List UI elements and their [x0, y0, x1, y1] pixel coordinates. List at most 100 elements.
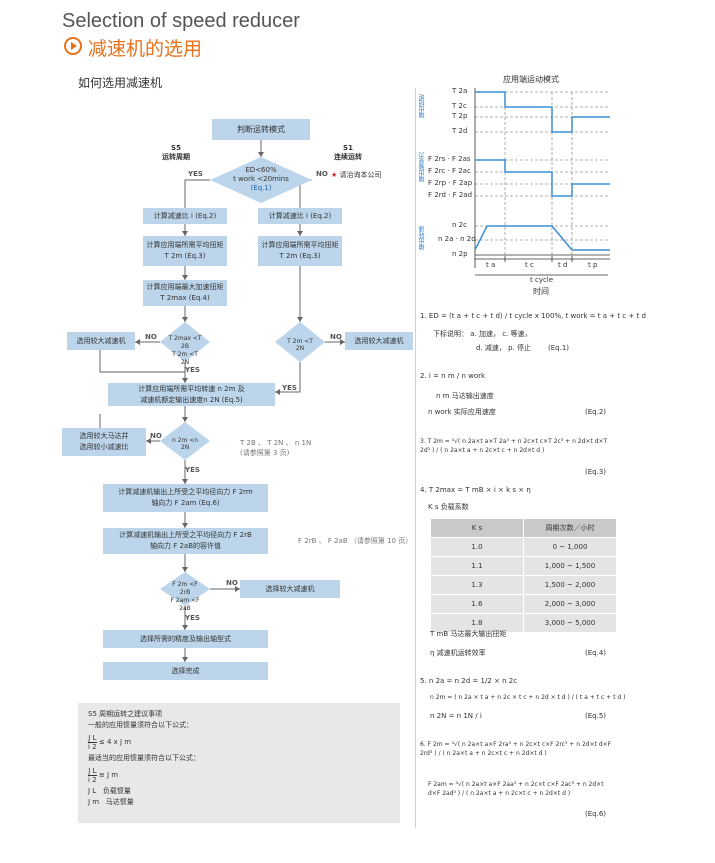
- eq6-b: F 2am = ³√( n 2a×t a×F 2aa³ + n 2c×t c×F…: [428, 781, 604, 797]
- n-label-c: n 2c: [452, 221, 467, 229]
- ks-cell: 2,000 ~ 3,000: [523, 594, 617, 614]
- force-note: F 2rB 、 F 2aB （请参照第 10 页）: [298, 537, 413, 545]
- ks-cell: 3,000 ~ 5,000: [523, 613, 617, 633]
- t-label-c: T 2c: [452, 102, 467, 110]
- ratio-right-box: 计算减速比 i (Eq.2): [258, 208, 342, 224]
- title-chinese: 减速机的选用: [88, 38, 203, 60]
- time-label-d: t d: [558, 261, 568, 269]
- f-label-s: F 2rs · F 2as: [428, 155, 471, 163]
- ks-cell: 1,500 ~ 2,000: [523, 575, 617, 595]
- note-jm: J m 马达惯量: [88, 798, 134, 806]
- flow-subtitle: 如何选用减速机: [78, 76, 163, 90]
- eq4-d2: η 减速机运转效率: [430, 649, 486, 657]
- t-label-p: T 2p: [452, 112, 468, 120]
- ks-title: K s 负载系数: [428, 503, 469, 511]
- f-label-d: F 2rd · F 2ad: [428, 191, 473, 199]
- f-label-c: F 2rc · F 2ac: [428, 167, 471, 175]
- no-label: NO: [145, 333, 157, 341]
- speed-note: T 2B 、 T 2N 、 n 1N(请参照第 3 页): [240, 439, 312, 457]
- ks-cell: 1.0: [430, 537, 524, 557]
- note-jl: J L 负载惯量: [88, 787, 131, 795]
- eq5-b: n 2m = ( n 2a × t a + n 2c × t c + n 2d …: [430, 694, 626, 701]
- eq5-c: n 2N = n 1N / i: [430, 712, 482, 720]
- t-label-d: T 2d: [452, 127, 468, 135]
- eq4-d1: T mB 马达最大输出扭矩: [430, 630, 507, 638]
- divider: [415, 88, 416, 828]
- eq2-d1: n m 马达输出速度: [436, 392, 494, 400]
- eq6-a: 6. F 2m = ³√( n 2a×t a×F 2ra³ + n 2c×t c…: [420, 741, 612, 757]
- eq1-main: 1. ED = (t a + t c + t d) / t cycle x 10…: [420, 312, 646, 320]
- ratio-left-box: 计算减速比 i (Eq.2): [143, 208, 227, 224]
- bigger-bottom-box: 选择较大减速机: [240, 580, 340, 598]
- cycle-label: t cycle: [530, 276, 554, 284]
- note-title: S5 周期运转之建议事项: [88, 710, 163, 718]
- time-label-p: t p: [588, 261, 598, 269]
- eq2-tag: (Eq.2): [585, 408, 607, 416]
- yes-label: YES: [188, 170, 203, 178]
- no-label: NO: [226, 579, 238, 587]
- eq5-tag: (Eq.5): [585, 712, 607, 720]
- note-line2: 最适当的应用惯量须符合以下公式：: [88, 754, 200, 762]
- t-label-a: T 2a: [452, 87, 468, 95]
- note-line1: 一般的应用惯量须符合以下公式：: [88, 721, 193, 729]
- ks-cell: 1.3: [430, 575, 524, 595]
- ks-cell: 1.6: [430, 594, 524, 614]
- no-label: NO: [330, 333, 342, 341]
- done-box: 选择完成: [103, 662, 268, 680]
- eq4-main: 4. T 2max = T mB × i × k s × η: [420, 486, 531, 494]
- eq4-tag: (Eq.4): [585, 649, 607, 657]
- eq6-tag: (Eq.6): [585, 810, 607, 818]
- time-label-c: t c: [525, 261, 534, 269]
- arrow-circle-icon: [64, 37, 82, 55]
- side-torque: 输出扭矩: [419, 94, 426, 118]
- ks-head-cycles: 周期次数／小时: [523, 518, 617, 538]
- speed-box: 计算应用端所需平均转速 n 2m 及减速机额定输出速度n 2N (Eq.5): [108, 383, 275, 406]
- eq2-main: 2. i = n m / n work: [420, 372, 486, 380]
- no-label: NO: [150, 432, 162, 440]
- start-box: 判断运转模式: [212, 119, 310, 140]
- bigger-left-box: 选用较大减速机: [67, 332, 135, 350]
- precision-box: 选择所需的精度及输出轴型式: [103, 630, 268, 648]
- eq2-d2: n work 实际应用速度: [428, 408, 496, 416]
- side-force: 输出轴受力: [419, 152, 426, 182]
- eq5-a: 5. n 2a = n 2d = 1/2 × n 2c: [420, 677, 518, 685]
- eq3-tag: (Eq.3): [585, 468, 607, 476]
- eq3-main: 3. T 2m = ³√( n 2a×t a×T 2a³ + n 2c×t c×…: [420, 438, 608, 454]
- ks-cell: 0 ~ 1,000: [523, 537, 617, 557]
- decision-torque-right: T 2m <T 2N: [287, 338, 313, 352]
- time-label-a: t a: [486, 261, 496, 269]
- yes-label: YES: [185, 614, 200, 622]
- ks-cell: 1.1: [430, 556, 524, 576]
- no-label: NO: [316, 170, 328, 178]
- side-speed: 输出转速: [419, 226, 426, 250]
- n-label-ad: n 2a · n 2d: [438, 235, 476, 243]
- title-english: Selection of speed reducer: [62, 10, 300, 32]
- decision-speed: n 2m <n 2N: [171, 437, 199, 451]
- n-label-p: n 2p: [452, 250, 468, 258]
- yes-label: YES: [282, 384, 297, 392]
- bigger-right-box: 选用较大减速机: [345, 332, 413, 350]
- f-label-p: F 2rp · F 2ap: [428, 179, 473, 187]
- eq1-tag: (Eq.1): [548, 344, 570, 352]
- yes-label: YES: [185, 466, 200, 474]
- ks-head-ks: K s: [430, 518, 524, 538]
- time-axis-label: 时间: [533, 287, 549, 296]
- yes-label: YES: [185, 366, 200, 374]
- eq1-desc2: d. 减速， p. 停止: [476, 344, 532, 352]
- motor-box: 选用较大马达并选用较小减速比: [62, 428, 146, 456]
- ks-cell: 1.8: [430, 613, 524, 633]
- eq1-desc1: 下标说明： a. 加速， c. 等速，: [433, 330, 532, 338]
- decision-ed: ED<60%t work <20mins(Eq.1): [233, 166, 289, 192]
